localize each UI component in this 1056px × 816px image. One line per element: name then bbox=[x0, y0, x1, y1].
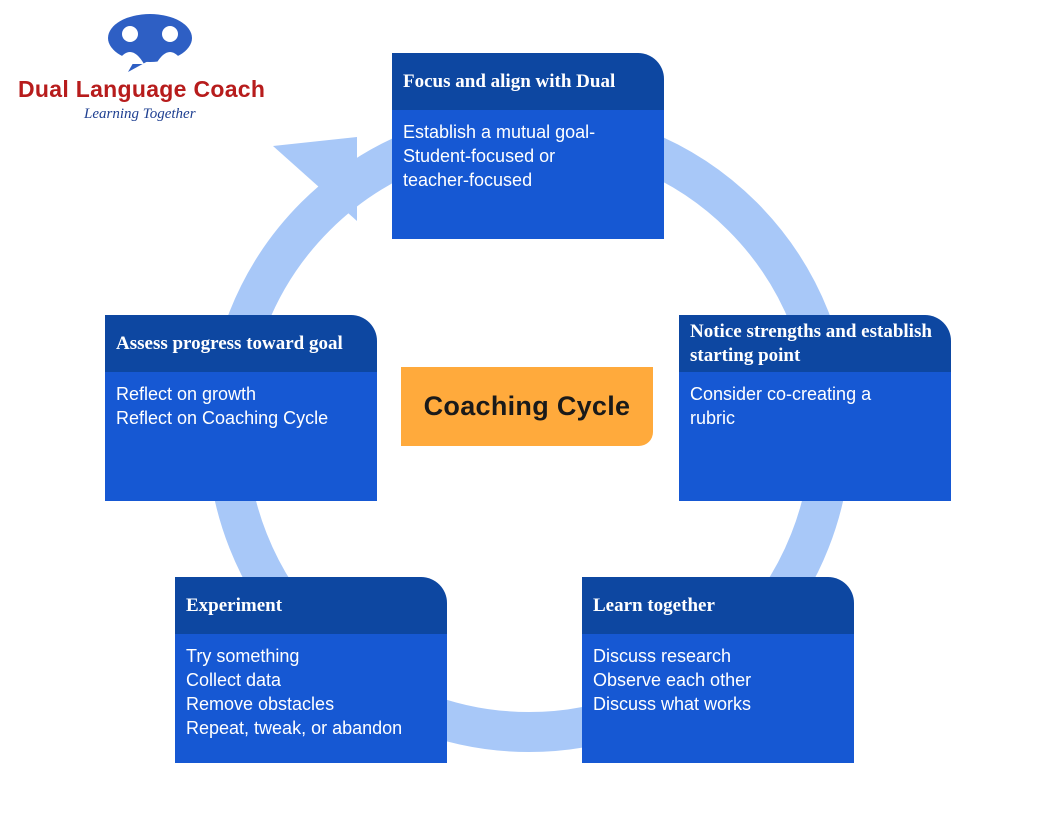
step-line: Reflect on Coaching Cycle bbox=[116, 408, 329, 428]
step-title: Assess progress toward goal bbox=[105, 315, 377, 372]
step-line: Discuss research bbox=[593, 646, 732, 666]
step-card-assess: Assess progress toward goal Reflect on g… bbox=[105, 315, 377, 501]
step-card-learn: Learn together Discuss research Observe … bbox=[582, 577, 854, 763]
step-line: Try something bbox=[186, 646, 300, 666]
brand-tagline: Learning Together bbox=[84, 106, 196, 122]
step-body: Discuss research Observe each other Disc… bbox=[582, 634, 854, 763]
two-people-speech-bubble-icon bbox=[108, 14, 192, 72]
step-line: rubric bbox=[690, 408, 736, 428]
step-body: Consider co-creating a rubric bbox=[679, 372, 951, 501]
step-title: Notice strengths and establish starting … bbox=[679, 315, 951, 372]
center-label: Coaching Cycle bbox=[401, 367, 653, 446]
step-title: Focus and align with Dual bbox=[392, 53, 664, 110]
step-line: Reflect on growth bbox=[116, 384, 257, 404]
step-title: Learn together bbox=[582, 577, 854, 634]
step-line: teacher-focused bbox=[403, 170, 533, 190]
step-card-focus: Focus and align with Dual Establish a mu… bbox=[392, 53, 664, 239]
step-card-notice: Notice strengths and establish starting … bbox=[679, 315, 951, 501]
step-line: Student-focused or bbox=[403, 146, 556, 166]
step-line: Observe each other bbox=[593, 670, 752, 690]
step-body: Reflect on growth Reflect on Coaching Cy… bbox=[105, 372, 377, 501]
step-body: Try something Collect data Remove obstac… bbox=[175, 634, 447, 763]
step-line: Consider co-creating a bbox=[690, 384, 872, 404]
step-line: Repeat, tweak, or abandon bbox=[186, 718, 403, 738]
step-body: Establish a mutual goal- Student-focused… bbox=[392, 110, 664, 239]
step-card-experiment: Experiment Try something Collect data Re… bbox=[175, 577, 447, 763]
step-line: Establish a mutual goal- bbox=[403, 122, 596, 142]
step-title: Experiment bbox=[175, 577, 447, 634]
step-line: Remove obstacles bbox=[186, 694, 335, 714]
step-line: Discuss what works bbox=[593, 694, 752, 714]
step-line: Collect data bbox=[186, 670, 282, 690]
brand-name: Dual Language Coach bbox=[18, 76, 266, 102]
logo: Dual Language Coach Learning Together bbox=[14, 10, 284, 130]
